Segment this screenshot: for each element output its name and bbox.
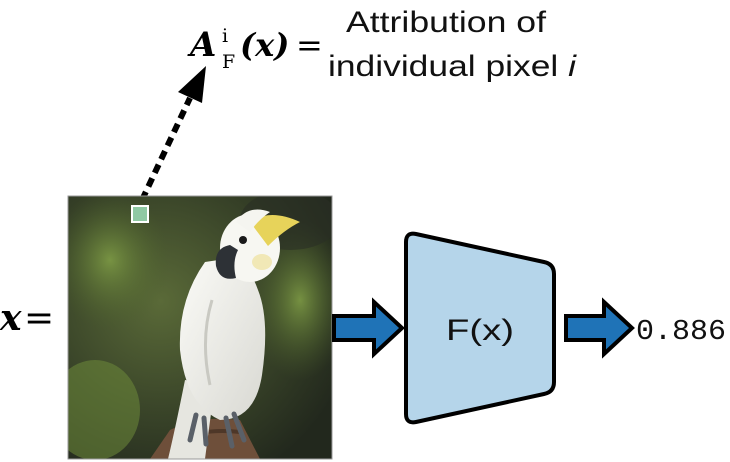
attribution-pointer xyxy=(139,66,206,202)
bird-eye xyxy=(239,236,247,244)
attribution-caption: Attribution of individual pixel i xyxy=(328,6,578,83)
foliage-blur-3 xyxy=(68,360,140,459)
input-equals: = xyxy=(24,298,54,339)
attribution-caption-line-2: individual pixel i xyxy=(328,50,578,83)
attribution-caption-prefix: individual pixel xyxy=(328,50,568,83)
cockatoo-photo xyxy=(68,196,332,459)
input-variable: x xyxy=(0,297,22,339)
attribution-argument: (x) xyxy=(240,26,289,64)
foliage-blur-1 xyxy=(68,196,170,330)
attribution-equals: = xyxy=(296,26,323,64)
pixel-marker-icon xyxy=(131,205,149,223)
attribution-subscript: F xyxy=(222,51,235,73)
block-arrow-right-icon-2 xyxy=(564,297,635,359)
wing-line xyxy=(204,299,214,386)
model-box: F(x) xyxy=(404,231,556,425)
bird-feet xyxy=(187,411,247,449)
attribution-formula: A i F (x) = xyxy=(187,25,323,73)
bird-crest xyxy=(250,215,300,246)
bird-beak xyxy=(215,245,238,279)
bird-crest-base xyxy=(236,209,270,232)
output-value: 0.886 xyxy=(636,315,726,348)
attribution-caption-var: i xyxy=(568,50,577,83)
input-label: x = xyxy=(0,297,54,339)
dashed-arrow-head-icon xyxy=(178,66,206,103)
block-arrow-right-icon xyxy=(332,297,405,359)
bird-cheek xyxy=(252,254,272,270)
model-label: F(x) xyxy=(446,314,514,347)
attribution-symbol: A xyxy=(187,25,216,65)
attribution-caption-line-1: Attribution of xyxy=(346,6,547,39)
dashed-arrow-icon xyxy=(139,96,193,202)
model-trapezoid xyxy=(404,231,556,425)
input-image xyxy=(67,195,333,460)
bird-body xyxy=(179,258,266,420)
attribution-superscript: i xyxy=(222,25,228,47)
